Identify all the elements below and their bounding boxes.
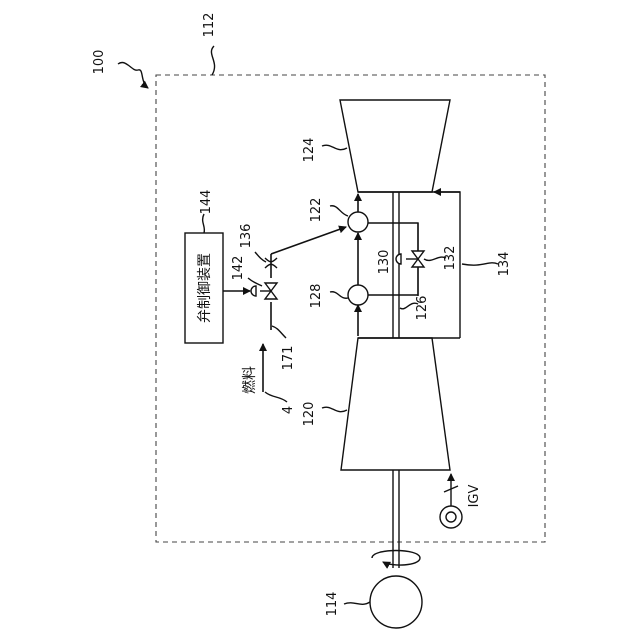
cooling-line-label: 134 bbox=[497, 252, 512, 277]
combustor-circle bbox=[348, 212, 368, 232]
fuel-text: 燃料 bbox=[241, 366, 258, 394]
compressor-leader bbox=[322, 407, 347, 412]
fuel-line-leader bbox=[272, 326, 286, 338]
compressor-shape bbox=[341, 338, 450, 470]
bypass-valve-actuator bbox=[396, 254, 401, 264]
generator-label: 114 bbox=[325, 592, 340, 617]
generator-circle bbox=[370, 576, 422, 628]
combustor-leader bbox=[330, 206, 348, 216]
fuel-line-label: 171 bbox=[281, 346, 296, 371]
turbine-label: 124 bbox=[302, 138, 317, 163]
turbine-shape bbox=[340, 100, 450, 192]
fuel-ref-leader bbox=[265, 392, 287, 402]
controller-leader bbox=[203, 214, 205, 233]
orifice-label: 136 bbox=[239, 224, 254, 249]
fuel-valve-label: 142 bbox=[231, 256, 246, 281]
system-leader bbox=[118, 62, 148, 88]
fuel-to-combustor-line bbox=[271, 227, 346, 254]
seal-label: 126 bbox=[415, 296, 430, 321]
enclosure-label: 112 bbox=[202, 13, 217, 38]
compressor-label: 120 bbox=[302, 402, 317, 427]
turbine-leader bbox=[322, 145, 347, 150]
igv-inner-circle bbox=[446, 512, 456, 522]
igv-label: IGV bbox=[467, 484, 482, 507]
cavity-label: 128 bbox=[309, 284, 324, 309]
fuel-valve-leader bbox=[248, 278, 262, 286]
generator-leader bbox=[344, 602, 370, 604]
fuel-valve-bottom bbox=[265, 291, 277, 299]
system-label: 100 bbox=[92, 50, 107, 75]
cooling-line-leader bbox=[462, 263, 498, 265]
controller-text: 弁制御装置 bbox=[197, 253, 213, 323]
cavity-circle bbox=[348, 285, 368, 305]
fuel-ref-label: 4 bbox=[281, 406, 296, 414]
enclosure-leader bbox=[211, 46, 214, 75]
bypass-valve-bottom bbox=[412, 259, 424, 267]
rotation-arrow bbox=[372, 551, 420, 566]
bypass-line-label: 130 bbox=[377, 250, 392, 275]
controller-label: 144 bbox=[199, 190, 214, 215]
orifice-leader bbox=[255, 252, 266, 262]
bypass-valve-top bbox=[412, 251, 424, 259]
fuel-valve-actuator bbox=[251, 286, 256, 296]
combustor-label: 122 bbox=[309, 198, 324, 223]
cavity-leader bbox=[330, 292, 348, 299]
fuel-valve-top bbox=[265, 283, 277, 291]
